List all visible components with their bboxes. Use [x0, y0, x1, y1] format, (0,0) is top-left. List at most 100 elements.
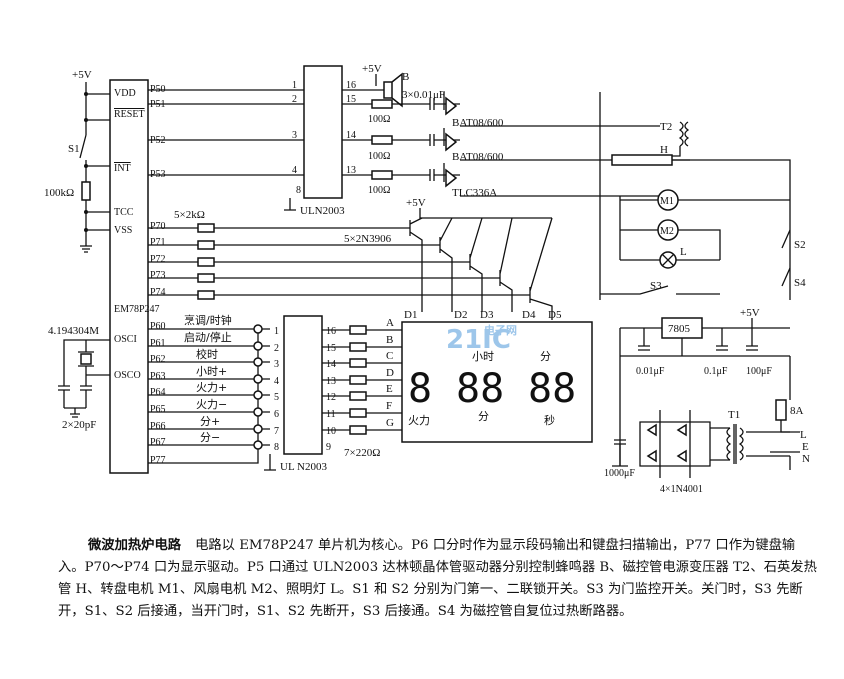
- svg-text:火力: 火力: [408, 414, 430, 427]
- svg-text:M1: M1: [660, 196, 674, 207]
- svg-text:OSCI: OSCI: [114, 334, 137, 345]
- key-button[interactable]: [253, 407, 263, 417]
- watermark: 21IC 电子网: [446, 323, 517, 355]
- svg-text:0.01μF: 0.01μF: [636, 366, 665, 377]
- svg-text:P67: P67: [150, 437, 166, 448]
- svg-text:L: L: [680, 246, 687, 258]
- svg-text:P70: P70: [150, 221, 166, 232]
- svg-text:5×2kΩ: 5×2kΩ: [174, 209, 205, 221]
- uln2003-top: 1 2 3 4 16 15 14 13 8 ULN2003: [148, 65, 356, 217]
- svg-text:8: 8: [296, 185, 301, 196]
- key-button[interactable]: [253, 424, 263, 434]
- key-button[interactable]: [253, 390, 263, 400]
- svg-text:A: A: [386, 317, 394, 329]
- svg-text:13: 13: [326, 376, 336, 387]
- svg-text:分+: 分+: [200, 415, 220, 428]
- svg-text:14: 14: [326, 359, 336, 370]
- svg-text:秒: 秒: [544, 413, 555, 427]
- mcu-left-pins: VDD RESET INT TCC VSS OSCI OSCO: [114, 88, 145, 381]
- svg-text:启动/停止: 启动/停止: [184, 330, 232, 344]
- svg-text:P74: P74: [150, 287, 166, 298]
- svg-text:OSCO: OSCO: [114, 370, 141, 381]
- svg-text:15: 15: [326, 343, 336, 354]
- key-button[interactable]: [253, 357, 263, 367]
- svg-text:11: 11: [326, 409, 336, 420]
- svg-text:E: E: [386, 383, 393, 395]
- key-matrix: 烹调/时钟 启动/停止 校时 小时+ 火力+ 火力− 分+ 分−: [148, 313, 270, 464]
- led-display: 8 88 88 小时 分 火力 分 秒: [401, 321, 593, 443]
- svg-text:T1: T1: [728, 409, 740, 421]
- regulator-5v: 7805 +5V 0.01μF 0.1μF 100μF: [619, 307, 791, 466]
- svg-text:100Ω: 100Ω: [368, 185, 390, 196]
- svg-text:F: F: [386, 400, 392, 412]
- svg-text:TCC: TCC: [114, 207, 134, 218]
- key-button[interactable]: [253, 324, 263, 334]
- svg-text:16: 16: [326, 326, 336, 337]
- caption-body: 电路以 EM78P247 单片机为核心。P6 口分时作为显示段码输出和键盘扫描输…: [58, 538, 817, 619]
- triac-drivers: 3×0.01μF 100Ω 100Ω 100Ω BAT08/600 BAT08/…: [342, 89, 504, 199]
- svg-text:小时: 小时: [472, 350, 494, 363]
- svg-text:INT: INT: [114, 163, 131, 174]
- svg-text:0.1μF: 0.1μF: [704, 366, 728, 377]
- reset-circuit: +5V S1 100kΩ: [44, 69, 110, 253]
- svg-text:P72: P72: [150, 254, 166, 265]
- uln2003-bottom: 1 2 3 4 5 6 7 8 16 15 14 13 12 11 10 9 U…: [264, 315, 336, 473]
- svg-text:2: 2: [274, 343, 279, 354]
- svg-text:VSS: VSS: [114, 225, 132, 236]
- svg-text:烹调/时钟: 烹调/时钟: [184, 313, 232, 327]
- microwave-heater-schematic: EM78P247 VDD RESET INT TCC VSS OSCI OSCO…: [44, 63, 810, 495]
- svg-text:+5V: +5V: [72, 69, 92, 81]
- svg-text:+5V: +5V: [362, 63, 382, 75]
- svg-text:100μF: 100μF: [746, 366, 772, 377]
- svg-text:B: B: [402, 71, 409, 83]
- caption-title: 微波加热炉电路: [88, 538, 182, 553]
- svg-text:4.194304M: 4.194304M: [48, 325, 99, 337]
- svg-text:P64: P64: [150, 387, 166, 398]
- svg-text:S2: S2: [794, 239, 806, 251]
- svg-text:D3: D3: [480, 309, 494, 321]
- svg-text:3: 3: [274, 359, 279, 370]
- svg-text:D: D: [386, 367, 394, 379]
- svg-text:5: 5: [274, 392, 279, 403]
- svg-text:H: H: [660, 144, 668, 156]
- svg-text:D2: D2: [454, 309, 467, 321]
- svg-text:12: 12: [326, 392, 336, 403]
- svg-text:21IC: 21IC: [446, 325, 511, 355]
- svg-text:4: 4: [292, 165, 297, 176]
- svg-text:火力+: 火力+: [196, 381, 227, 394]
- key-button[interactable]: [253, 374, 263, 384]
- svg-text:5×2N3906: 5×2N3906: [344, 233, 392, 245]
- bridge-rectifier: 1000μF 4×1N4001 T1: [604, 409, 790, 495]
- svg-text:P61: P61: [150, 338, 166, 349]
- svg-text:16: 16: [346, 80, 356, 91]
- svg-text:10: 10: [326, 426, 336, 437]
- svg-text:100kΩ: 100kΩ: [44, 187, 74, 199]
- key-button[interactable]: [253, 341, 263, 351]
- mains-input: 8A L E N: [770, 399, 810, 470]
- svg-text:E: E: [802, 441, 809, 453]
- svg-text:P62: P62: [150, 354, 166, 365]
- svg-text:分: 分: [540, 350, 551, 363]
- svg-text:VDD: VDD: [114, 88, 136, 99]
- svg-text:B: B: [386, 334, 393, 346]
- svg-text:13: 13: [346, 165, 356, 176]
- svg-text:6: 6: [274, 409, 279, 420]
- svg-text:4: 4: [274, 376, 279, 387]
- mcu-name: EM78P247: [114, 304, 160, 315]
- svg-text:1: 1: [292, 80, 297, 91]
- svg-text:S1: S1: [68, 143, 80, 155]
- svg-text:D5: D5: [548, 309, 562, 321]
- power-network: T2 H M1 M2 L S2 S4 S3: [460, 92, 806, 300]
- key-button[interactable]: [253, 440, 263, 450]
- svg-text:分−: 分−: [200, 431, 220, 444]
- svg-text:7805: 7805: [668, 323, 691, 335]
- svg-text:电子网: 电子网: [484, 323, 517, 337]
- digit-labels: D1 D2 D3 D4 D5: [404, 309, 562, 321]
- svg-text:ULN2003: ULN2003: [300, 205, 345, 217]
- svg-text:D1: D1: [404, 309, 417, 321]
- svg-text:火力−: 火力−: [196, 398, 227, 411]
- svg-text:小时+: 小时+: [196, 365, 227, 378]
- svg-text:+5V: +5V: [740, 307, 760, 319]
- crystal-oscillator: 4.194304M 2×20pF: [48, 325, 110, 431]
- svg-text:P63: P63: [150, 371, 166, 382]
